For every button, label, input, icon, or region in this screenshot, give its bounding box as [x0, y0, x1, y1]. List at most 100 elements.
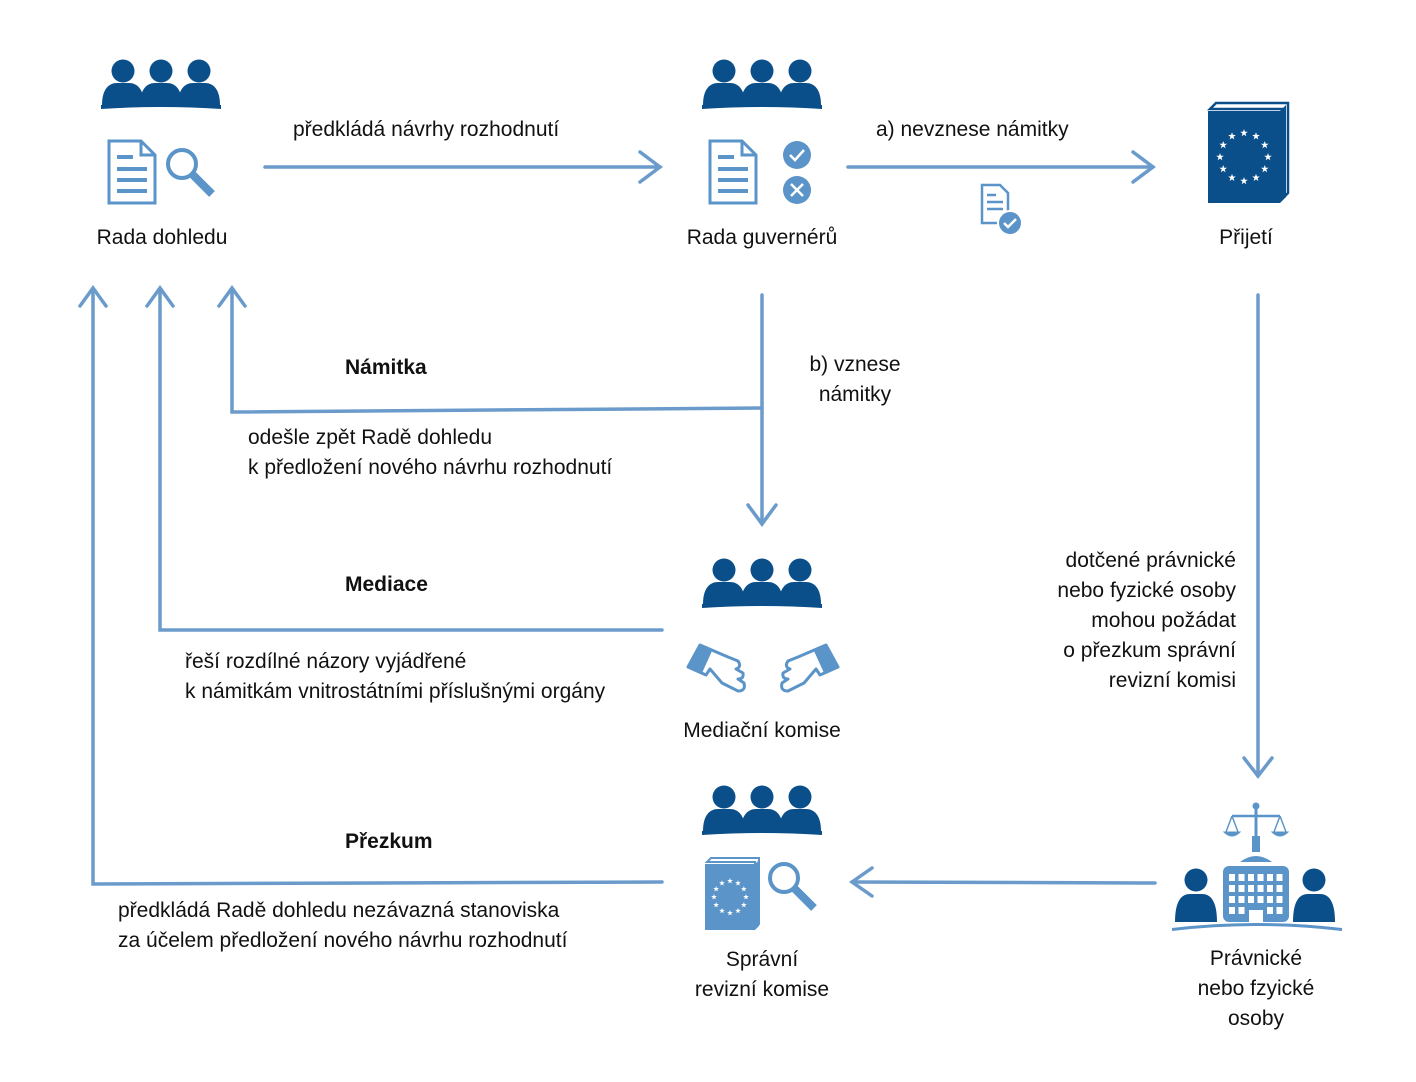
building-window — [1276, 885, 1283, 892]
people-group-icon — [702, 786, 822, 836]
eu-star — [1252, 132, 1260, 140]
building-window — [1276, 874, 1283, 881]
label-line: revizní komisi — [1108, 669, 1236, 692]
eu-star — [1240, 129, 1248, 137]
label-line: revizní komise — [694, 978, 830, 1001]
building-window — [1238, 896, 1245, 903]
building-window — [1248, 885, 1254, 892]
eu-star — [735, 907, 741, 914]
building-window — [1267, 907, 1273, 914]
eu-star — [1219, 141, 1228, 149]
node-label-adoption: Přijetí — [1219, 226, 1273, 249]
building-window — [1229, 885, 1235, 892]
eu-star — [741, 886, 747, 892]
edge-no-objection-arrowhead — [1131, 150, 1156, 184]
edge-review-return-arrowhead — [78, 285, 108, 308]
edge-review-return-line — [91, 288, 664, 886]
eu-star — [1260, 165, 1269, 173]
edge-label-no-objection: a) nevznese námitky — [876, 118, 1069, 141]
node-label-mediation-panel: Mediační komise — [683, 719, 841, 742]
node-label-review-board: Správní revizní komise — [642, 945, 882, 1005]
label-line: námitky — [818, 383, 892, 406]
building-window — [1267, 874, 1273, 881]
ground-arc — [1172, 923, 1342, 931]
cross-circle-icon — [783, 176, 811, 204]
document-icon — [708, 139, 758, 205]
eu-star — [1228, 132, 1236, 140]
label-line: osoby — [1227, 1007, 1285, 1030]
building-window — [1257, 896, 1264, 903]
label-line: řeší rozdílné názory vyjádřené — [185, 650, 467, 673]
building-window — [1276, 907, 1283, 914]
eu-book-icon — [704, 857, 760, 931]
label-line: dotčené právnické — [1065, 549, 1236, 572]
edge-appeal-line — [850, 880, 1157, 885]
eu-star — [727, 878, 733, 884]
eu-star — [743, 894, 749, 900]
building-window — [1229, 874, 1235, 881]
magnifier-icon — [168, 150, 212, 194]
eu-star — [719, 880, 725, 886]
eu-book-icon — [1206, 101, 1290, 203]
label-line: mohou požádat — [1091, 609, 1236, 632]
edge-submit-drafts-arrowhead — [638, 150, 663, 184]
node-label-legal-persons: Právnické nebo fzyické osoby — [1156, 944, 1356, 1034]
node-label-supervisory-board: Rada dohledu — [96, 226, 228, 249]
label-line: k námitkám vnitrostátními příslušnými or… — [185, 680, 606, 703]
building-window — [1257, 874, 1264, 881]
people-group-icon — [702, 559, 822, 609]
building-window — [1238, 874, 1245, 881]
eu-star — [1264, 153, 1272, 161]
label-line: Právnické — [1209, 947, 1303, 970]
mediation-title: Mediace — [345, 573, 428, 596]
building-window — [1238, 907, 1245, 914]
check-circle-icon — [783, 141, 811, 169]
label-line: o přezkum správní — [1063, 639, 1236, 662]
eu-star — [1228, 173, 1236, 182]
people-group-icon — [702, 60, 822, 110]
label-line: nebo fyzické osoby — [1057, 579, 1236, 602]
handshake-icon — [686, 643, 840, 693]
edge-objection-raised-arrowhead — [746, 503, 778, 527]
building-window — [1248, 896, 1254, 903]
eu-star — [1219, 165, 1228, 173]
building-window — [1267, 896, 1273, 903]
eu-star — [1260, 141, 1269, 149]
document-icon — [107, 139, 157, 205]
edge-label-submit-drafts: předkládá návrhy rozhodnutí — [293, 118, 560, 141]
people-group-icon — [101, 60, 221, 110]
building-window — [1229, 907, 1235, 914]
edge-review-request-arrowhead — [1242, 756, 1274, 779]
magnifier-icon — [770, 864, 814, 908]
building-window — [1238, 885, 1245, 892]
approved-document-icon — [980, 183, 1023, 236]
edge-label-objection-raised: b) vznese námitky — [790, 350, 920, 410]
mediation-description: řeší rozdílné názory vyjádřené k námitká… — [185, 647, 605, 707]
edge-objection-return-arrowhead — [217, 285, 247, 308]
review-title: Přezkum — [345, 830, 433, 853]
label-line: předkládá Radě dohledu nezávazná stanovi… — [118, 899, 560, 922]
eu-star — [1216, 153, 1224, 161]
label-line: odešle zpět Radě dohledu — [248, 426, 493, 449]
eu-star — [711, 894, 717, 900]
building-window — [1257, 885, 1264, 892]
label-line: nebo fzyické — [1197, 977, 1315, 1000]
person-icon — [1175, 868, 1217, 922]
eu-star — [713, 902, 719, 908]
building-window — [1276, 896, 1283, 903]
objection-title: Námitka — [345, 356, 427, 379]
building-window — [1248, 874, 1254, 881]
edge-label-review-request: dotčené právnické nebo fyzické osoby moh… — [996, 546, 1236, 696]
label-line: Správní — [725, 948, 799, 971]
eu-star — [713, 886, 719, 892]
edge-objection-return-line — [230, 288, 764, 414]
edge-mediation-return-arrowhead — [145, 285, 175, 308]
label-line: za účelem předložení nového návrhu rozho… — [118, 929, 568, 952]
node-label-governing-council: Rada guvernérů — [686, 226, 838, 249]
eu-star — [1252, 173, 1260, 182]
eu-star — [1240, 177, 1248, 185]
person-icon — [1293, 868, 1335, 922]
eu-star — [741, 902, 747, 908]
building-window — [1267, 885, 1273, 892]
